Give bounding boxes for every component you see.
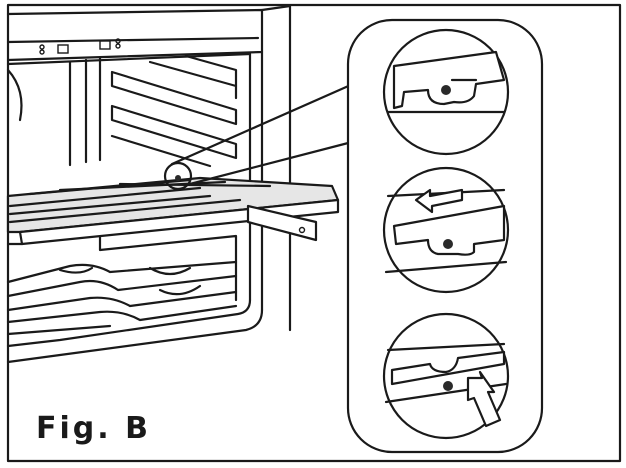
- lift-up-arrow: [466, 370, 502, 428]
- detail-step-2: [382, 166, 510, 294]
- control-panel-symbols: [39, 38, 121, 55]
- figure-caption: Fig. B: [36, 411, 151, 446]
- detail-step-1: [382, 28, 510, 156]
- detail-step-3: [382, 312, 510, 440]
- appliance-cavity: [6, 4, 292, 364]
- zoom-focus-circle: [163, 161, 193, 191]
- upper-shelf: [6, 161, 340, 246]
- lower-shelf: [6, 260, 238, 336]
- zoom-callout: [170, 78, 364, 186]
- slide-left-arrow: [414, 188, 464, 214]
